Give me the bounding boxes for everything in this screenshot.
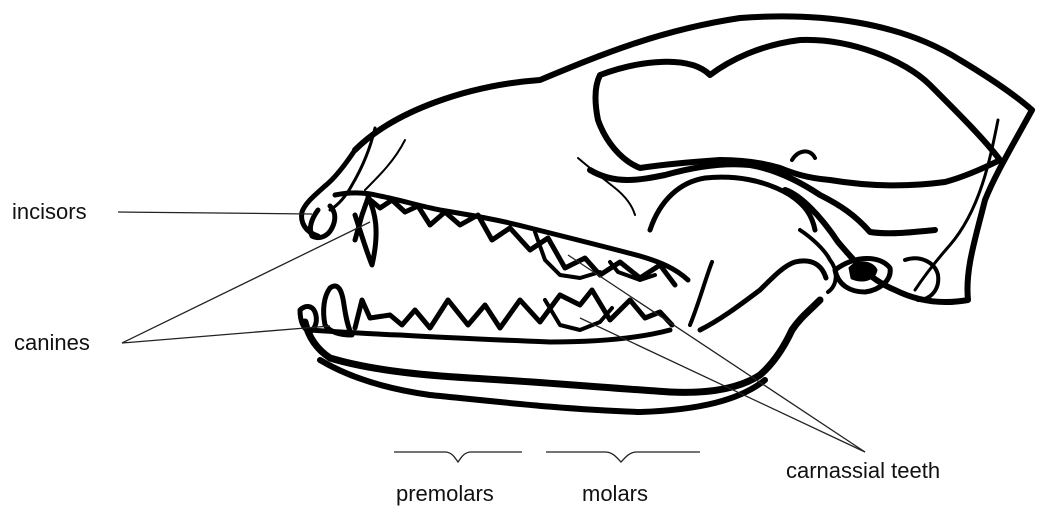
lower-canine [324, 286, 352, 335]
temporal-bump [792, 151, 815, 160]
lower-teeth-line [355, 290, 672, 328]
mandible-ramus [700, 261, 826, 330]
premolars-brace [394, 452, 522, 462]
incisors-leader [118, 212, 312, 214]
molars-brace [546, 452, 700, 462]
orbit-outline [596, 40, 1000, 185]
zygomatic-lower [650, 177, 815, 230]
premolars-label: premolars [396, 483, 494, 505]
canines-leader-lower [122, 326, 330, 343]
incisors-label: incisors [12, 201, 87, 223]
lower-jaw-line [310, 330, 670, 342]
zygomatic-arch [590, 164, 935, 233]
carnassial-leader-lower [580, 318, 865, 452]
auditory-opening [850, 263, 876, 280]
upper-teeth-line [355, 198, 675, 285]
coronoid-process [690, 262, 712, 325]
canines-label: canines [14, 332, 90, 354]
maxilla-line [578, 158, 635, 215]
upper-jaw-line [335, 193, 688, 280]
molars-label: molars [582, 483, 648, 505]
canines-leader-upper [122, 222, 370, 343]
carnassial-leader-upper [568, 255, 865, 452]
carnassial-teeth-label: carnassial teeth [786, 460, 940, 482]
